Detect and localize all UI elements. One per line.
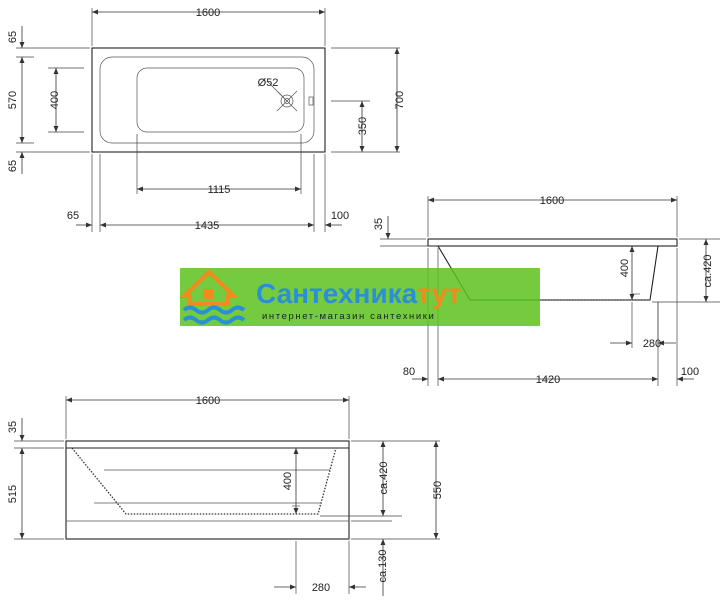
dim-front-width: 1600 (196, 395, 220, 407)
dim-side-base-length: 1420 (536, 374, 560, 386)
dim-inner-length: 1115 (208, 184, 231, 196)
dim-side-height: ca.420 (702, 254, 714, 287)
dim-front-height: ca.420 (378, 461, 390, 494)
dim-side-left-offset: 80 (403, 366, 415, 378)
dim-inner-width: 570 (7, 91, 19, 109)
side-rim (427, 238, 678, 247)
dim-front-overall-height: 550 (432, 481, 444, 499)
dim-left-offset: 65 (67, 210, 79, 222)
dim-right-offset: 100 (331, 210, 349, 222)
front-panel (65, 440, 350, 540)
side-view: 1600 35 400 ca.420 280 80 1420 100 (373, 195, 720, 386)
dim-side-width: 1600 (540, 195, 564, 207)
dim-front-foot-offset: 280 (312, 582, 330, 594)
dim-side-right-offset: 100 (681, 366, 699, 378)
top-view: 1600 65 570 65 400 Ø52 350 700 1115 (7, 7, 406, 232)
dim-front-foot-height: ca.130 (377, 549, 389, 582)
dim-rim-bottom: 65 (7, 160, 19, 172)
dim-drain-offset: 350 (357, 117, 369, 135)
front-view: 1600 35 515 400 ca.420 550 ca.130 280 (7, 395, 444, 596)
front-basin-outline (71, 447, 337, 515)
dim-front-rim: 35 (7, 421, 19, 433)
dim-inner-depth: 400 (49, 91, 61, 109)
drain-diameter-label: Ø52 (258, 77, 279, 89)
dim-outer-inner-length: 1435 (195, 220, 219, 232)
overflow-icon (308, 96, 314, 106)
watermark-subtitle: интернет-магазин сантехники (262, 311, 435, 322)
dim-side-depth: 400 (619, 259, 631, 277)
tub-outline (91, 47, 326, 153)
dim-overall-depth: 700 (394, 91, 406, 109)
watermark: Сантехникатут интернет-магазин сантехник… (179, 268, 540, 326)
tub-basin (136, 67, 305, 133)
dim-top-width: 1600 (196, 7, 220, 19)
tub-rim-inner (99, 56, 315, 144)
dim-front-panel-height: 515 (7, 485, 19, 503)
dim-front-depth: 400 (282, 472, 294, 490)
house-waves-logo-icon (179, 269, 246, 325)
dim-rim-top: 65 (7, 31, 19, 43)
dim-side-rim: 35 (373, 218, 385, 230)
watermark-title: Сантехникатут (256, 278, 461, 309)
dim-side-foot-offset: 280 (643, 338, 661, 350)
